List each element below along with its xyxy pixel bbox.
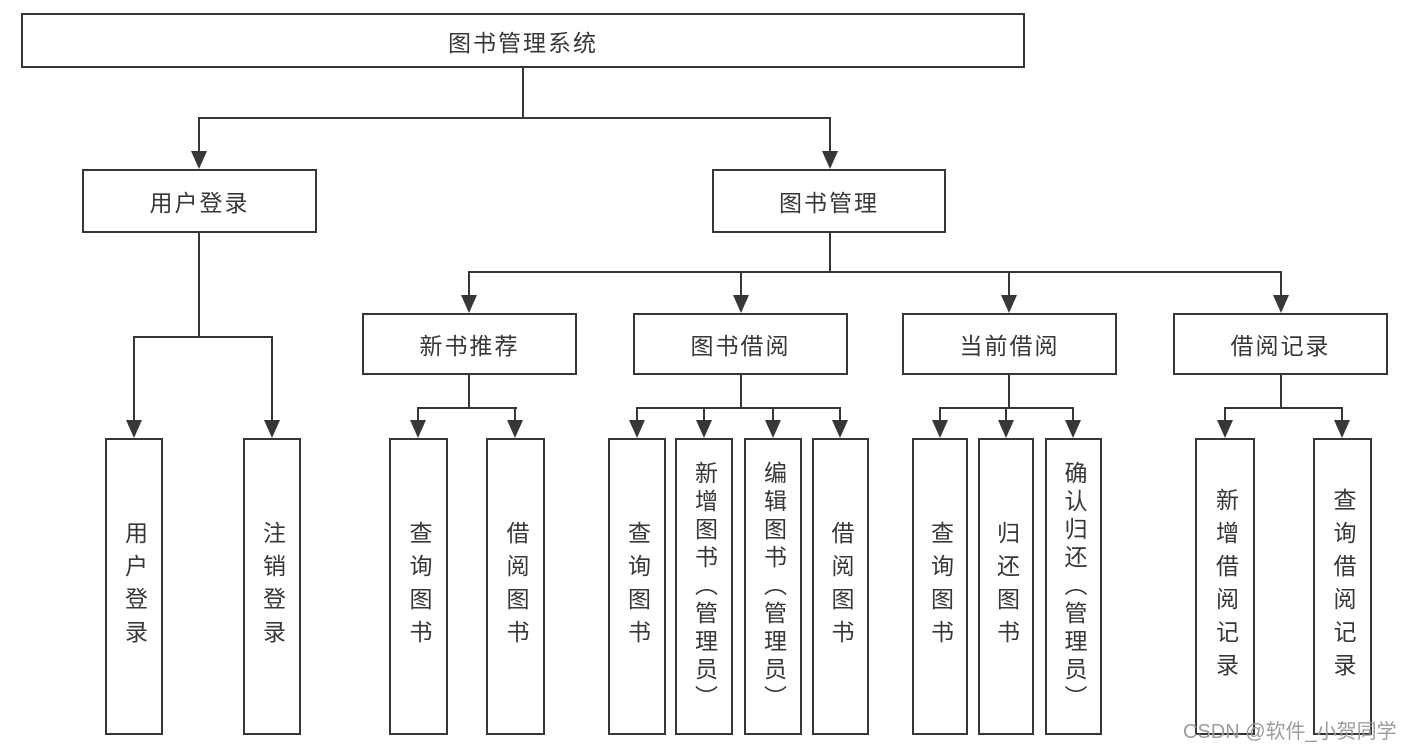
arrow-to-br-leaf-1 bbox=[1217, 420, 1233, 438]
connector-to-book-mgmt bbox=[829, 117, 831, 153]
leaf-cb-confirm-return: 确认归还（管理员） bbox=[1045, 438, 1102, 735]
connector-to-cb-leaf-3 bbox=[1072, 407, 1074, 422]
node-new-book-label: 新书推荐 bbox=[419, 333, 520, 359]
leaf-bb-query-book-label: 查询图书 bbox=[624, 520, 651, 653]
connector-root-bar bbox=[198, 117, 831, 119]
arrow-to-cb-leaf-2 bbox=[998, 420, 1014, 438]
node-current-borrow-label: 当前借阅 bbox=[959, 333, 1060, 359]
connector-to-bb-leaf-3 bbox=[772, 407, 774, 422]
leaf-cb-return-book-label: 归还图书 bbox=[993, 520, 1020, 653]
leaf-bb-query-book: 查询图书 bbox=[608, 438, 666, 735]
connector-to-cb-leaf-2 bbox=[1005, 407, 1007, 422]
connector-borrow-record-bar bbox=[1224, 407, 1343, 409]
node-current-borrow: 当前借阅 bbox=[902, 313, 1117, 375]
connector-user-login-bar bbox=[133, 336, 273, 338]
node-user-login: 用户登录 bbox=[82, 169, 317, 233]
node-root-label: 图书管理系统 bbox=[448, 29, 598, 56]
leaf-br-add-record: 新增借阅记录 bbox=[1195, 438, 1255, 735]
node-root: 图书管理系统 bbox=[21, 13, 1025, 68]
node-book-mgmt: 图书管理 bbox=[712, 169, 946, 233]
arrow-to-nb-leaf-2 bbox=[507, 420, 523, 438]
leaf-cb-query-book: 查询图书 bbox=[912, 438, 968, 735]
arrow-to-bb-leaf-2 bbox=[696, 420, 712, 438]
arrow-to-cb-leaf-1 bbox=[932, 420, 948, 438]
connector-to-user-login bbox=[198, 117, 200, 153]
leaf-br-query-record-label: 查询借阅记录 bbox=[1330, 487, 1356, 686]
arrow-to-bb-leaf-1 bbox=[629, 420, 645, 438]
arrow-to-book-borrow bbox=[733, 295, 749, 313]
node-borrow-record-label: 借阅记录 bbox=[1230, 333, 1331, 359]
connector-to-current-borrow bbox=[1008, 271, 1010, 297]
leaf-bb-edit-book: 编辑图书（管理员） bbox=[744, 438, 802, 735]
leaf-cb-query-book-label: 查询图书 bbox=[927, 520, 954, 653]
leaf-nb-query-book: 查询图书 bbox=[389, 438, 448, 735]
connector-to-br-leaf-2 bbox=[1341, 407, 1343, 422]
connector-book-mgmt-stem bbox=[829, 232, 831, 271]
node-book-borrow: 图书借阅 bbox=[633, 313, 848, 375]
connector-to-bb-leaf-2 bbox=[703, 407, 705, 422]
connector-book-borrow-bar bbox=[636, 407, 841, 409]
connector-to-book-borrow bbox=[740, 271, 742, 297]
connector-to-nb-leaf-2 bbox=[514, 407, 516, 422]
connector-to-cb-leaf-1 bbox=[939, 407, 941, 422]
connector-new-book-bar bbox=[417, 407, 517, 409]
leaf-cb-confirm-return-label: 确认归还（管理员） bbox=[1061, 460, 1087, 713]
leaf-bb-edit-book-label: 编辑图书（管理员） bbox=[760, 460, 787, 713]
arrow-to-br-leaf-2 bbox=[1334, 420, 1350, 438]
leaf-bb-add-book-label: 新增图书（管理员） bbox=[691, 460, 718, 713]
connector-to-new-book bbox=[468, 271, 470, 297]
connector-book-borrow-stem bbox=[740, 374, 742, 407]
node-user-login-label: 用户登录 bbox=[149, 190, 250, 216]
arrow-to-bb-leaf-3 bbox=[765, 420, 781, 438]
leaf-logout-label: 注销登录 bbox=[259, 520, 286, 653]
connector-user-login-stem bbox=[198, 233, 200, 336]
connector-to-br-leaf-1 bbox=[1224, 407, 1226, 422]
arrow-to-bb-leaf-4 bbox=[832, 420, 848, 438]
leaf-logout: 注销登录 bbox=[243, 438, 301, 735]
connector-to-nb-leaf-1 bbox=[417, 407, 419, 422]
node-book-mgmt-label: 图书管理 bbox=[779, 190, 879, 216]
arrow-to-leaf-login bbox=[126, 420, 142, 438]
connector-to-bb-leaf-4 bbox=[839, 407, 841, 422]
leaf-user-login: 用户登录 bbox=[105, 438, 163, 735]
connector-root-stem bbox=[522, 68, 524, 117]
node-borrow-record: 借阅记录 bbox=[1173, 313, 1388, 375]
connector-to-leaf-login bbox=[133, 336, 135, 422]
node-new-book: 新书推荐 bbox=[362, 313, 577, 375]
connector-new-book-stem bbox=[468, 374, 470, 407]
arrow-to-cb-leaf-3 bbox=[1065, 420, 1081, 438]
arrow-to-book-mgmt bbox=[822, 151, 838, 169]
leaf-br-add-record-label: 新增借阅记录 bbox=[1212, 487, 1239, 686]
connector-to-leaf-logout bbox=[271, 336, 273, 422]
arrow-to-borrow-record bbox=[1273, 295, 1289, 313]
connector-to-borrow-record bbox=[1280, 271, 1282, 297]
arrow-to-leaf-logout bbox=[264, 420, 280, 438]
leaf-nb-borrow-book: 借阅图书 bbox=[486, 438, 545, 735]
connector-book-mgmt-bar bbox=[468, 271, 1281, 273]
leaf-bb-borrow-book: 借阅图书 bbox=[812, 438, 869, 735]
arrow-to-new-book bbox=[461, 295, 477, 313]
connector-borrow-record-stem bbox=[1280, 374, 1282, 407]
arrow-to-current-borrow bbox=[1001, 295, 1017, 313]
watermark: CSDN @软件_小贺同学 bbox=[1183, 721, 1397, 743]
leaf-bb-borrow-book-label: 借阅图书 bbox=[828, 520, 854, 653]
node-book-borrow-label: 图书借阅 bbox=[690, 333, 791, 359]
leaf-user-login-label: 用户登录 bbox=[121, 520, 148, 653]
leaf-br-query-record: 查询借阅记录 bbox=[1313, 438, 1372, 735]
leaf-nb-query-book-label: 查询图书 bbox=[406, 520, 432, 653]
leaf-bb-add-book: 新增图书（管理员） bbox=[675, 438, 733, 735]
leaf-cb-return-book: 归还图书 bbox=[978, 438, 1034, 735]
connector-current-borrow-stem bbox=[1008, 374, 1010, 407]
leaf-nb-borrow-book-label: 借阅图书 bbox=[503, 520, 529, 653]
arrow-to-nb-leaf-1 bbox=[410, 420, 426, 438]
connector-to-bb-leaf-1 bbox=[636, 407, 638, 422]
arrow-to-user-login bbox=[191, 151, 207, 169]
